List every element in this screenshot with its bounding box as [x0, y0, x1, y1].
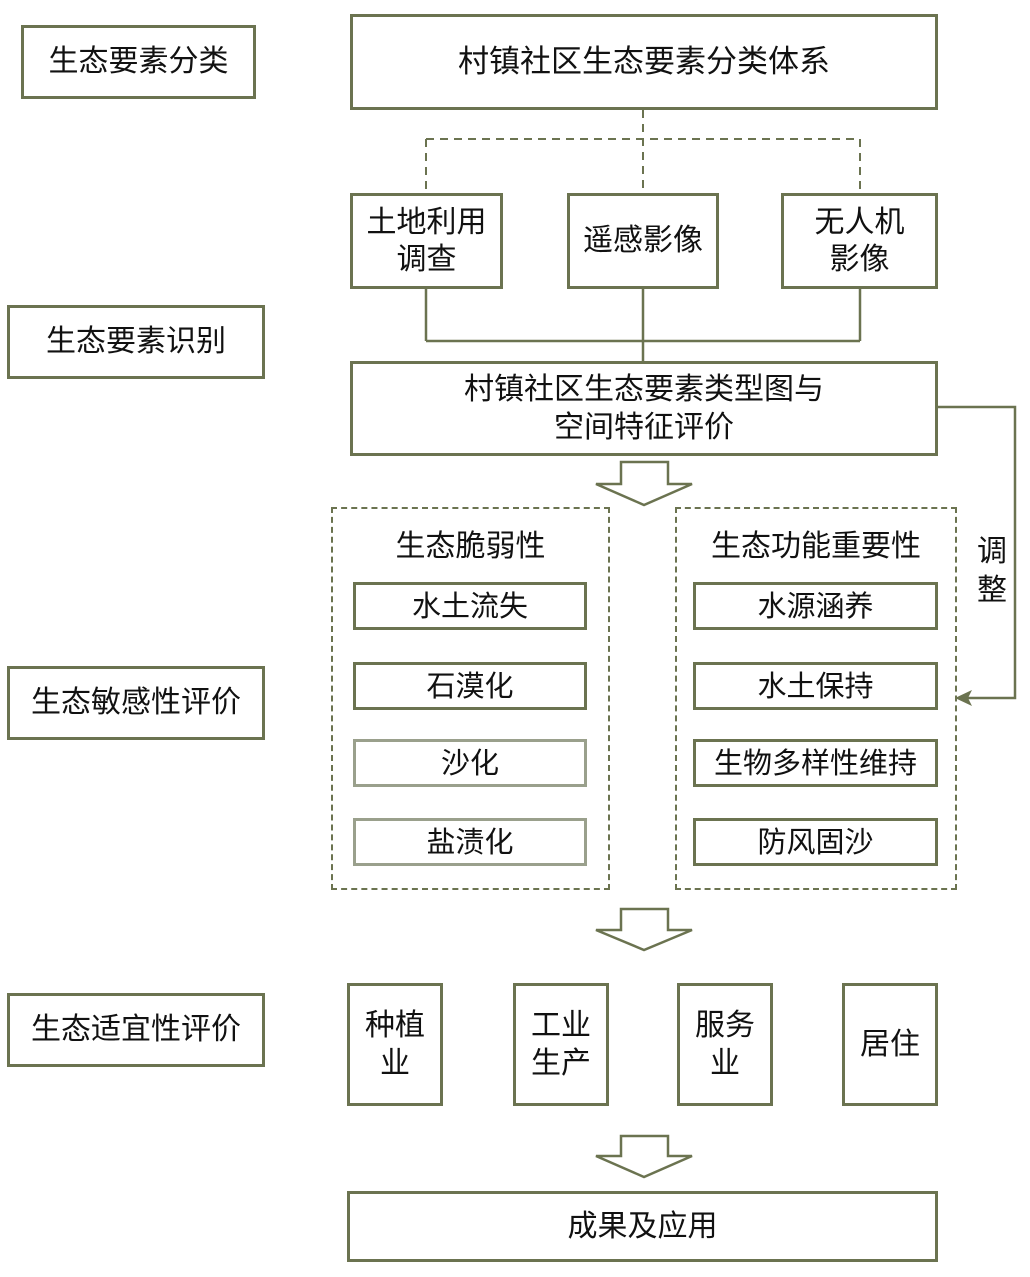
feedback-label: 调 整	[972, 532, 1012, 610]
feedback-char: 整	[977, 573, 1007, 608]
source-line1: 遥感影像	[583, 223, 703, 259]
importance-item: 水土保持	[693, 662, 938, 710]
item-line1: 居住	[860, 1026, 920, 1062]
vulnerability-item: 盐渍化	[353, 818, 587, 866]
stage-label-suitability: 生态适宜性评价	[7, 993, 265, 1067]
down-arrow-icon	[595, 907, 693, 952]
item-label: 生物多样性维持	[713, 745, 917, 780]
feedback-arrowhead-icon	[955, 690, 972, 706]
dashed-connector	[425, 110, 861, 193]
importance-group	[675, 507, 957, 890]
source-line1: 土地利用	[366, 204, 487, 240]
item-label: 盐渍化	[426, 824, 514, 859]
item-line2: 业	[380, 1045, 410, 1081]
vulnerability-group	[331, 507, 610, 890]
item-line1: 工业	[531, 1008, 591, 1043]
vulnerability-item: 水土流失	[353, 582, 587, 630]
item-label: 石漠化	[426, 668, 514, 703]
result-text: 成果及应用	[567, 1208, 718, 1244]
down-arrow-icon	[595, 460, 693, 507]
source-line2: 影像	[829, 242, 890, 277]
result-box: 成果及应用	[347, 1191, 938, 1262]
item-line2: 生产	[531, 1045, 591, 1081]
item-line2: 业	[710, 1045, 740, 1081]
classification-system-box: 村镇社区生态要素分类体系	[350, 14, 938, 110]
stage-label-text: 生态要素识别	[46, 324, 226, 360]
item-line1: 服务	[695, 1008, 755, 1043]
item-label: 水源涵养	[757, 588, 874, 623]
item-label: 水土保持	[757, 668, 874, 703]
item-label: 沙化	[440, 745, 499, 780]
stage-label-text: 生态敏感性评价	[31, 685, 241, 721]
item-line1: 种植	[365, 1008, 425, 1043]
down-arrow-icon	[595, 1134, 693, 1179]
item-label: 水土流失	[411, 588, 528, 623]
source-line1: 无人机	[814, 204, 905, 240]
suitability-item-residential: 居住	[842, 983, 938, 1106]
stage-label-sensitivity: 生态敏感性评价	[7, 666, 265, 740]
stage-label-text: 生态要素分类	[48, 44, 229, 80]
importance-item: 防风固沙	[693, 818, 938, 866]
item-label: 防风固沙	[757, 824, 874, 859]
stage-label-classification: 生态要素分类	[21, 25, 256, 99]
source-land-use-survey: 土地利用 调查	[350, 193, 503, 289]
stage-label-identification: 生态要素识别	[7, 305, 265, 379]
classification-system-text: 村镇社区生态要素分类体系	[458, 43, 830, 80]
importance-title: 生态功能重要性	[711, 529, 921, 564]
vulnerability-title: 生态脆弱性	[395, 529, 546, 564]
importance-item: 水源涵养	[693, 582, 938, 630]
source-drone-imagery: 无人机 影像	[781, 193, 938, 289]
suitability-item-planting: 种植 业	[347, 983, 443, 1106]
importance-item: 生物多样性维持	[693, 739, 938, 787]
suitability-item-industry: 工业 生产	[513, 983, 609, 1106]
source-line2: 调查	[396, 242, 457, 277]
type-map-line2: 空间特征评价	[554, 409, 734, 445]
vulnerability-item: 沙化	[353, 739, 587, 787]
merge-connector	[424, 288, 862, 361]
type-map-box: 村镇社区生态要素类型图与 空间特征评价	[350, 361, 938, 456]
source-remote-sensing: 遥感影像	[567, 193, 719, 289]
vulnerability-item: 石漠化	[353, 662, 587, 710]
stage-label-text: 生态适宜性评价	[31, 1012, 241, 1048]
feedback-char: 调	[977, 534, 1007, 569]
type-map-line1: 村镇社区生态要素类型图与	[464, 372, 824, 407]
suitability-item-service: 服务 业	[677, 983, 773, 1106]
